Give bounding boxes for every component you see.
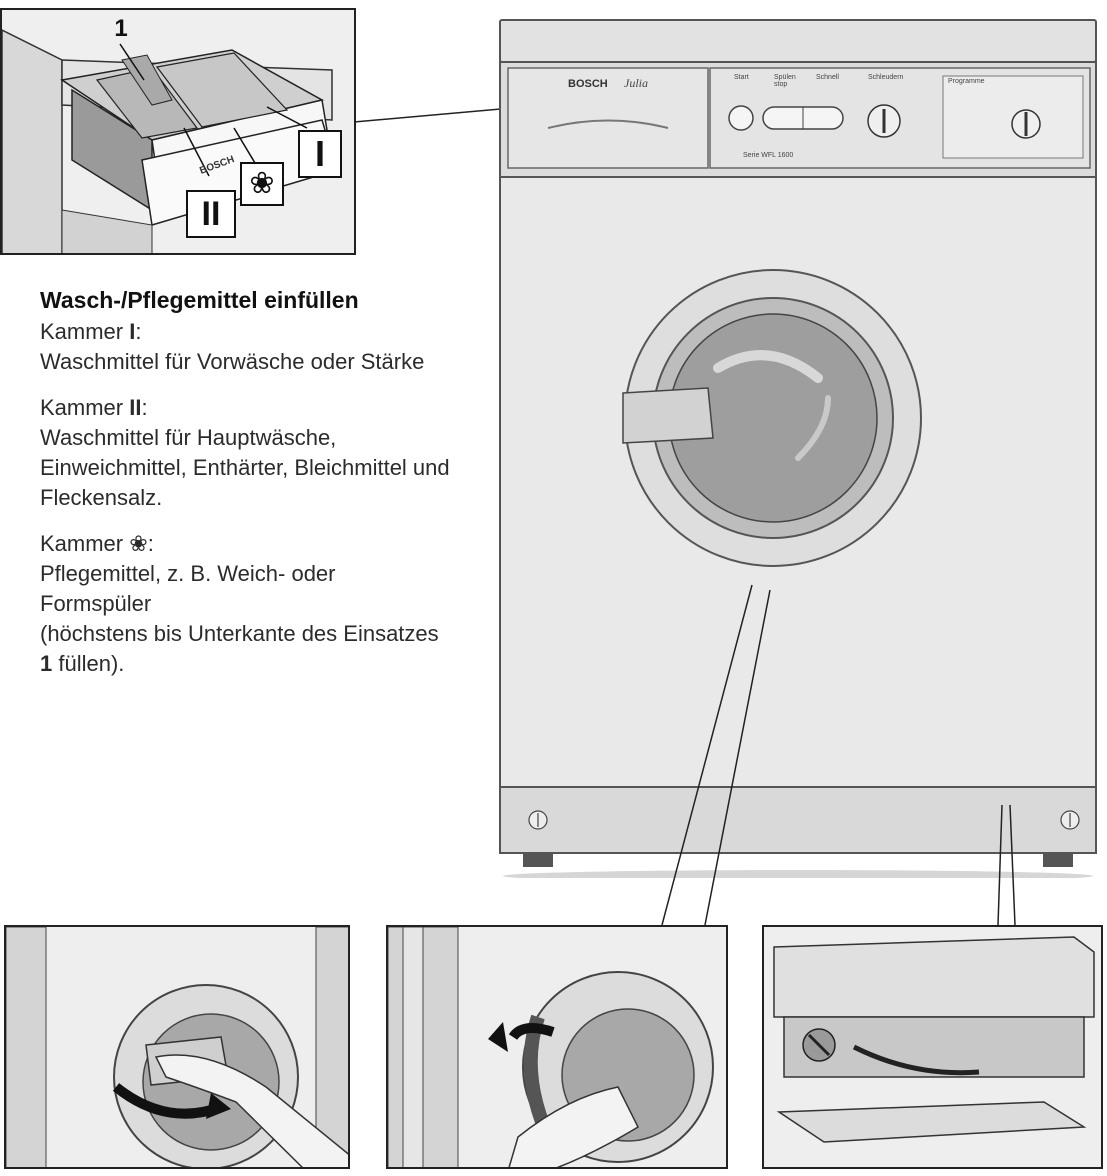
chamber-label: Kammer [40, 531, 130, 556]
detergent-drawer-illustration [2, 10, 354, 253]
fill-note: (höchstens bis Unterkante des Einsatzes … [40, 619, 450, 679]
door-opening-illustration [6, 927, 348, 1167]
door-swing-illustration [388, 927, 726, 1167]
flower-icon: ❀ [129, 531, 148, 556]
leader-lines-bottom [661, 584, 1016, 926]
page-title: Wasch-/Pflegemittel einfüllen [40, 287, 359, 313]
fill-note-prefix: (höchstens bis Unterkante des Einsatzes [40, 621, 439, 646]
fast-button-label: Schnell [816, 74, 839, 81]
chamber-softener-text: Pflegemittel, z. B. Weich- oder Formspül… [40, 561, 336, 616]
start-button-label: Start [734, 74, 749, 81]
drawer-detail-figure: 1 BOSCH I II ❀ [0, 8, 356, 255]
series-label: Serie WFL 1600 [743, 152, 794, 159]
option-buttons[interactable] [763, 107, 843, 129]
chamber-two-block: Kammer II: Waschmittel für Hauptwäsche, … [40, 393, 450, 513]
chamber-one-block: Kammer I: Waschmittel für Vorwäsche oder… [40, 317, 450, 377]
label-insert-1: 1 [114, 15, 128, 42]
label-chamber-two: II [186, 190, 236, 238]
program-label: Programme [948, 78, 985, 85]
washing-machine-illustration [499, 19, 1097, 882]
chamber-colon: : [147, 531, 154, 556]
chamber-one-heading: Kammer I: [40, 317, 450, 347]
chamber-softener-block: Kammer ❀: Pflegemittel, z. B. Weich- ode… [40, 529, 450, 679]
program-selector-knob[interactable] [1012, 110, 1040, 138]
chamber-softener-heading: Kammer ❀: [40, 529, 450, 559]
leader-line-drawer [354, 107, 513, 123]
rinse-hold-button-label: Spülen stop [774, 74, 796, 88]
chamber-two-heading: Kammer II: [40, 393, 450, 423]
chamber-label: Kammer [40, 319, 130, 344]
fill-note-insert-number: 1 [40, 651, 53, 676]
machine-model-name: Julia [624, 76, 648, 90]
chamber-colon: : [141, 395, 148, 420]
spin-selector-knob[interactable] [868, 105, 900, 137]
plinth-filter-illustration [764, 927, 1101, 1167]
chamber-two-text: Waschmittel für Hauptwäsche, Einweichmit… [40, 425, 450, 510]
instruction-text: Wasch-/Pflegemittel einfüllen Kammer I: … [40, 285, 450, 695]
label-chamber-one: I [298, 130, 342, 178]
fill-note-suffix: füllen). [52, 651, 125, 676]
figure-open-door-swing [386, 925, 728, 1169]
chamber-mark: II [129, 395, 142, 420]
door-handle[interactable] [623, 388, 713, 443]
chamber-label: Kammer [40, 395, 130, 420]
figure-open-door-pull [4, 925, 350, 1169]
washing-machine: BOSCH Julia Start Spülen stop Schnell Sc… [498, 18, 1098, 882]
chamber-mark: I [129, 319, 136, 344]
flower-icon: ❀ [240, 162, 284, 206]
chamber-colon: : [135, 319, 142, 344]
start-button[interactable] [729, 106, 753, 130]
chamber-one-text: Waschmittel für Vorwäsche oder Stärke [40, 349, 425, 374]
figure-plinth-cover [762, 925, 1103, 1169]
machine-brand: BOSCH [568, 78, 608, 90]
spin-label: Schleudern [868, 74, 904, 81]
